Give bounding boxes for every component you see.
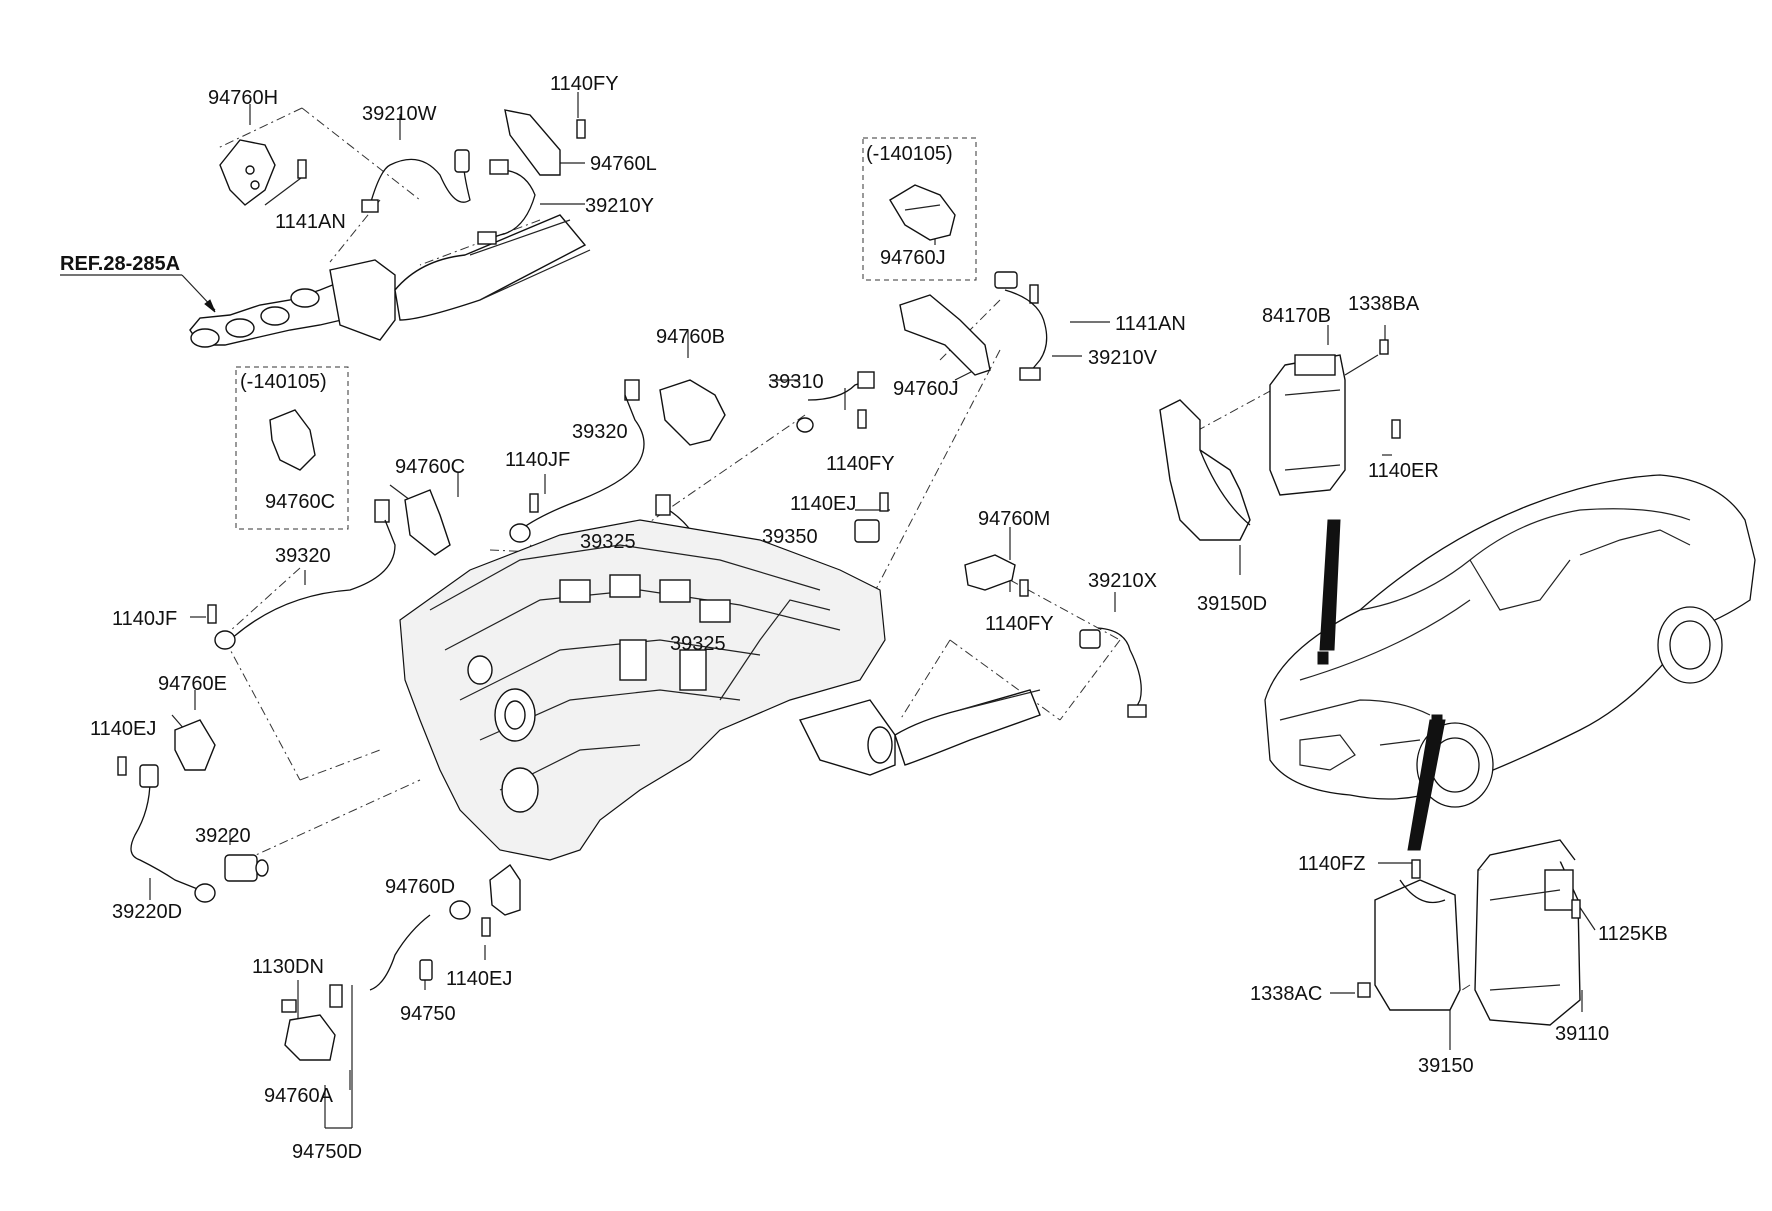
label-39110: 39110 (1555, 1023, 1609, 1045)
cam-sensor-94750 (369, 900, 471, 991)
exhaust-rear (798, 689, 1041, 776)
bracket-94760E (117, 719, 216, 776)
part-labels: 94760H 39210W 1140FY 94760L 39210Y 1141A… (60, 73, 1668, 1163)
ecu-39110 (1474, 839, 1581, 1026)
label-1141AN-b: 1141AN (1115, 313, 1186, 335)
bracket-94760H (219, 139, 307, 206)
label-94760E: 94760E (158, 673, 227, 695)
label-1140EJ-c: 1140EJ (446, 968, 512, 990)
label-39325-b: 39325 (670, 633, 726, 655)
sensor-39220 (224, 854, 269, 882)
bracket-39150 (1357, 859, 1461, 1011)
label-1140FY-c: 1140FY (985, 613, 1054, 635)
label-note-140105-a: (-140105) (866, 143, 953, 165)
bracket-94760A (281, 984, 343, 1061)
label-39320-b: 39320 (275, 545, 331, 567)
label-94750: 94750 (400, 1003, 456, 1025)
sensor-39310 (796, 371, 875, 433)
label-ref-28-285A: REF.28-285A (60, 253, 180, 275)
label-39150: 39150 (1418, 1055, 1474, 1077)
label-1140FY-b: 1140FY (826, 453, 895, 475)
label-94760D: 94760D (385, 876, 455, 898)
label-94750D: 94750D (292, 1141, 362, 1163)
engine-block (399, 519, 886, 861)
oxygen-sensor-39210W (361, 149, 471, 213)
bracket-94760C (374, 489, 451, 556)
label-94760A: 94760A (264, 1085, 334, 1107)
bracket-94760J-boxed (889, 184, 956, 241)
label-39310: 39310 (768, 371, 824, 393)
label-1130DN: 1130DN (252, 956, 324, 978)
ecu-84170B (1269, 339, 1401, 496)
label-39210V: 39210V (1088, 347, 1158, 369)
label-39210W: 39210W (362, 103, 437, 125)
bracket-94760B (624, 379, 726, 446)
bracket-94760L (504, 109, 586, 176)
label-94760H: 94760H (208, 87, 278, 109)
label-39320-a: 39320 (572, 421, 628, 443)
label-84170B: 84170B (1262, 305, 1331, 327)
label-39210Y: 39210Y (585, 195, 654, 217)
label-1140FY-a: 1140FY (550, 73, 619, 95)
bracket-39150D (1159, 399, 1251, 541)
label-39350: 39350 (762, 526, 818, 548)
note-box-left (235, 366, 349, 530)
label-39210X: 39210X (1088, 570, 1157, 592)
label-1141AN-a: 1141AN (275, 211, 346, 233)
bracket-94760J (899, 284, 1039, 376)
label-1140ER: 1140ER (1368, 460, 1439, 482)
exhaust-manifold-front (189, 214, 591, 348)
label-39220: 39220 (195, 825, 251, 847)
label-1140JF-a: 1140JF (505, 449, 570, 471)
knock-sensor-39320-upper (509, 394, 645, 543)
label-39325-a: 39325 (580, 531, 636, 553)
oxygen-sensor-39210X (1079, 627, 1147, 718)
label-39150D: 39150D (1197, 593, 1267, 615)
sensor-39220D (130, 764, 216, 903)
label-94760C-a: 94760C (395, 456, 465, 478)
note-box-upper (862, 137, 977, 281)
label-94760J-b: 94760J (893, 378, 959, 400)
label-94760L: 94760L (590, 153, 657, 175)
bracket-94760M (964, 554, 1029, 597)
oxygen-sensor-39210Y (477, 159, 536, 245)
label-1140EJ-b: 1140EJ (90, 718, 156, 740)
sensor-39350 (854, 492, 889, 543)
label-94760M: 94760M (978, 508, 1050, 530)
label-1338AC: 1338AC (1250, 983, 1322, 1005)
label-1125KB: 1125KB (1598, 923, 1668, 945)
car-illustration (1264, 474, 1756, 851)
oxygen-sensor-39210V (994, 271, 1048, 381)
label-94760C-b: 94760C (265, 491, 335, 513)
label-94760B: 94760B (656, 326, 725, 348)
label-1338BA: 1338BA (1348, 293, 1420, 315)
bracket-94760D (481, 863, 521, 937)
label-39220D: 39220D (112, 901, 182, 923)
knock-sensor-39320-lower (207, 519, 396, 650)
bracket-94760C-boxed (269, 409, 316, 471)
label-1140EJ-a: 1140EJ (790, 493, 856, 515)
label-note-140105-b: (-140105) (240, 371, 327, 393)
label-1140FZ: 1140FZ (1298, 853, 1365, 875)
label-94760J-a: 94760J (880, 247, 946, 269)
label-1140JF-b: 1140JF (112, 608, 177, 630)
